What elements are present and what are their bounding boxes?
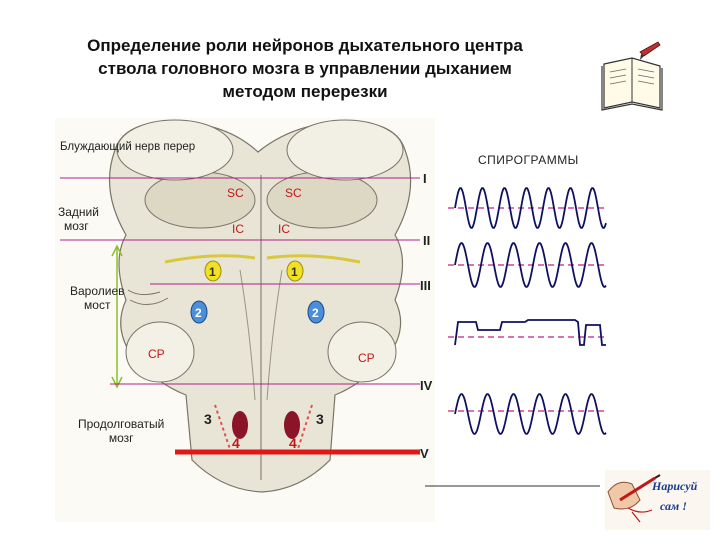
pons-label-line-1: Варолиев [70, 284, 125, 298]
cut-label-2: II [423, 233, 430, 248]
marker-2-right: 2 [307, 300, 325, 324]
cut-label-3: III [420, 278, 431, 293]
page-title: Определение роли нейронов дыхательного ц… [40, 34, 570, 103]
marker-3-left: 3 [204, 411, 212, 427]
marker-1-left: 1 [204, 260, 222, 282]
marker-1-right: 1 [286, 260, 304, 282]
ic-left-label: IC [232, 222, 244, 236]
svg-text:2: 2 [195, 306, 202, 320]
svg-text:1: 1 [209, 265, 216, 279]
svg-text:2: 2 [312, 306, 319, 320]
hindbrain-label-line-2: мозг [64, 219, 89, 233]
cut-label-5: V [420, 446, 429, 461]
pons-brace [111, 244, 123, 389]
sc-left-label: SC [227, 186, 244, 200]
cp-right-label: CP [358, 351, 375, 365]
marker-4-right: 4 [289, 435, 297, 451]
title-line-2: ствола головного мозга в управлении дыха… [98, 59, 512, 78]
medulla-label: Продолговатый мозг [78, 417, 164, 445]
brainstem-shape [108, 119, 412, 493]
ic-right-label: IC [278, 222, 290, 236]
cut-label-4: IV [420, 378, 433, 393]
medulla-label-line-2: мозг [108, 431, 134, 445]
marker-3-right: 3 [316, 411, 324, 427]
pons-label-line-2: мост [84, 298, 111, 312]
spirograms-title: СПИРОГРАММЫ [478, 153, 579, 167]
medulla-label-line-1: Продолговатый [78, 417, 165, 431]
pons-label: Варолиев мост [70, 284, 125, 312]
cp-left-label: CP [148, 347, 165, 361]
marker-4-left: 4 [232, 435, 240, 451]
hindbrain-label-line-1: Задний [58, 205, 99, 219]
marker-2-left: 2 [190, 300, 208, 324]
title-line-1: Определение роли нейронов дыхательного ц… [87, 36, 523, 55]
title-line-3: методом перерезки [222, 82, 388, 101]
vagus-nerve-label: Блуждающий нерв перер [60, 141, 196, 153]
svg-text:1: 1 [291, 265, 298, 279]
cut-label-1: I [423, 171, 427, 186]
hindbrain-label: Задний мозг [58, 205, 99, 233]
sc-right-label: SC [285, 186, 302, 200]
